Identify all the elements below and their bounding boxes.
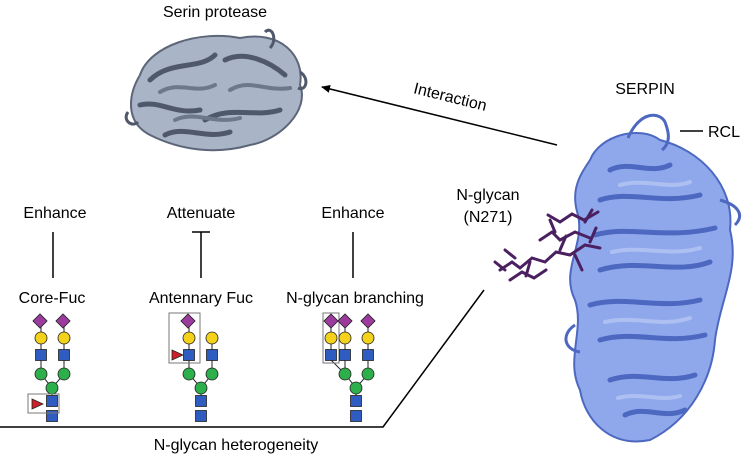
modification-label-antennary-fuc: Antennary Fuc xyxy=(149,290,253,307)
galactose-icon xyxy=(57,331,71,345)
sialic-acid-icon xyxy=(323,313,339,329)
glcnac-icon xyxy=(195,410,207,422)
mannose-icon xyxy=(338,367,352,381)
glcnac-icon xyxy=(362,349,374,361)
heterogeneity-bracket xyxy=(0,289,485,428)
glcnac-icon xyxy=(46,410,58,422)
glcnac-icon xyxy=(350,395,362,407)
modification-label-core-fuc: Core-Fuc xyxy=(19,290,86,307)
mannose-icon xyxy=(182,367,196,381)
galactose-icon xyxy=(338,331,352,345)
modification-label-branching: N-glycan branching xyxy=(286,290,424,307)
glcnac-icon xyxy=(350,410,362,422)
galactose-icon xyxy=(324,331,338,345)
nglycan-sticks xyxy=(493,208,602,282)
effect-label-antennary-fuc: Attenuate xyxy=(167,205,236,222)
mannose-icon xyxy=(349,381,363,395)
interaction-label: Interaction xyxy=(412,80,489,115)
highlight-box xyxy=(27,393,60,414)
sialic-acid-icon xyxy=(360,313,376,329)
highlight-box xyxy=(168,312,201,364)
sialic-acid-icon xyxy=(180,313,196,329)
nglycan-label-line1: N-glycan xyxy=(456,187,519,204)
effect-label-core-fuc: Enhance xyxy=(23,205,86,222)
mannose-icon xyxy=(361,367,375,381)
mannose-icon xyxy=(45,381,59,395)
mannose-icon xyxy=(194,381,208,395)
mannose-icon xyxy=(205,367,219,381)
sialic-acid-icon xyxy=(55,313,71,329)
glycan-branching xyxy=(322,312,376,422)
galactose-icon xyxy=(205,331,219,345)
glcnac-icon xyxy=(339,349,351,361)
glycan-core-fuc xyxy=(27,313,71,422)
glcnac-icon xyxy=(58,349,70,361)
glcnac-icon xyxy=(183,349,195,361)
heterogeneity-label: N-glycan heterogeneity xyxy=(154,437,319,454)
interaction-arrow xyxy=(321,85,558,146)
nglycan-label-line2: (N271) xyxy=(464,209,513,226)
serpin-label: SERPIN xyxy=(615,81,675,98)
glycan-antennary-fuc xyxy=(168,312,219,422)
mannose-icon xyxy=(57,367,71,381)
fucose-icon xyxy=(171,349,184,361)
glcnac-icon xyxy=(325,349,337,361)
glcnac-icon xyxy=(46,395,58,407)
galactose-icon xyxy=(182,331,196,345)
glcnac-icon xyxy=(35,349,47,361)
serin-protease-structure xyxy=(124,28,308,152)
sialic-acid-icon xyxy=(32,313,48,329)
galactose-icon xyxy=(34,331,48,345)
glcnac-icon xyxy=(206,349,218,361)
glcnac-icon xyxy=(195,395,207,407)
rcl-label: RCL xyxy=(708,124,740,141)
fucose-icon xyxy=(31,398,44,410)
serin-protease-label: Serin protease xyxy=(163,4,267,21)
galactose-icon xyxy=(361,331,375,345)
effect-label-branching: Enhance xyxy=(321,205,384,222)
mannose-icon xyxy=(34,367,48,381)
sialic-acid-icon xyxy=(337,313,353,329)
serpin-structure xyxy=(564,113,741,443)
